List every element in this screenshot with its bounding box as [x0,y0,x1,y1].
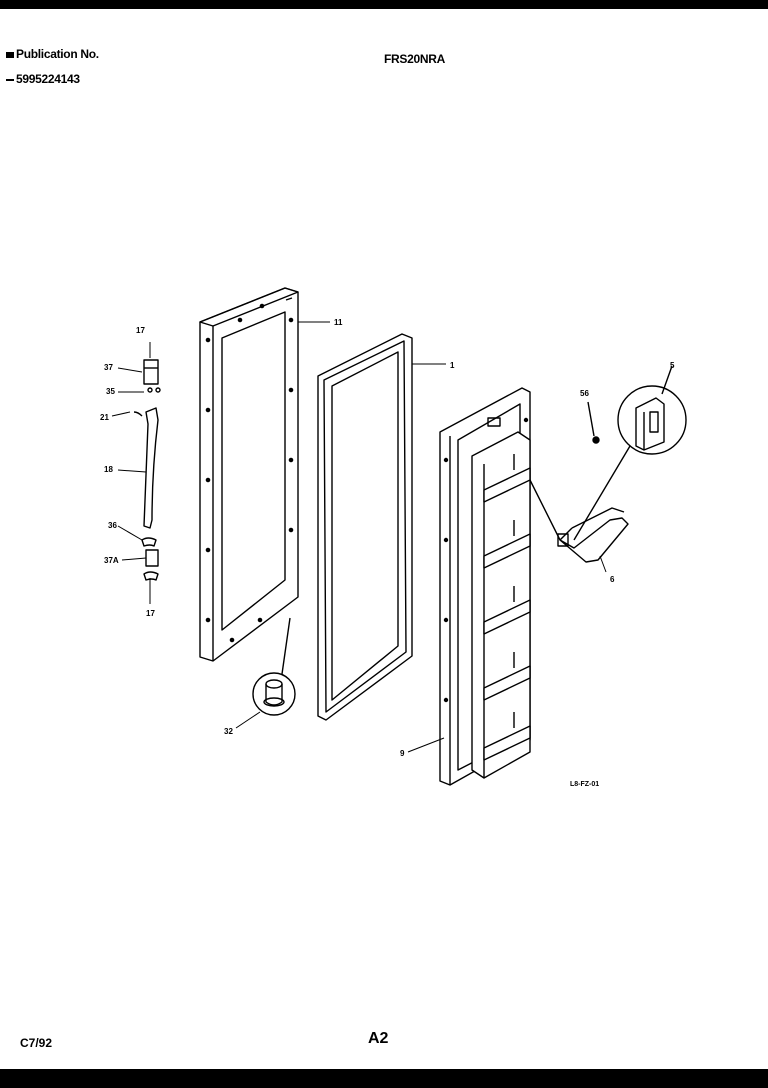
leader-lines [111,321,607,753]
drawing-code: L8-FZ-01 [570,781,599,788]
page-number: A2 [368,1030,389,1047]
callout-36: 36 [108,521,117,530]
model-number: FRS20NRA [384,52,445,66]
callout-17-top: 17 [136,326,145,335]
breaker-strip-frame [199,287,299,662]
callout-32: 32 [224,727,233,736]
bullet-icon [6,51,14,58]
callout-1: 1 [450,361,455,370]
callout-21: 21 [100,413,109,422]
callout-17-bottom: 17 [146,609,155,618]
callout-56: 56 [580,389,589,398]
inner-door-liner [439,387,531,786]
footer-date: C7/92 [20,1036,53,1050]
hinge-bushing-detail [252,617,296,716]
publication-number: 5995224143 [6,72,80,86]
callout-9: 9 [400,749,405,758]
callout-35: 35 [106,387,115,396]
rail-clip-detail [573,365,687,541]
callout-5: 5 [670,361,675,370]
shelf-rail [529,479,629,563]
bottom-border-bar [0,1069,768,1088]
door-handle-assembly [133,359,161,581]
callout-37: 37 [104,363,113,372]
callout-37a: 37A [104,556,119,565]
callout-6: 6 [610,575,615,584]
callout-labels: 17 37 35 21 18 36 37A 17 11 1 5 56 6 9 3… [100,318,675,788]
screw [587,401,600,444]
callout-18: 18 [104,465,113,474]
publication-label: Publication No. [6,47,99,61]
callout-11: 11 [334,318,343,327]
top-border-bar [0,0,768,9]
door-gasket [317,333,413,721]
dash-icon [6,78,14,81]
